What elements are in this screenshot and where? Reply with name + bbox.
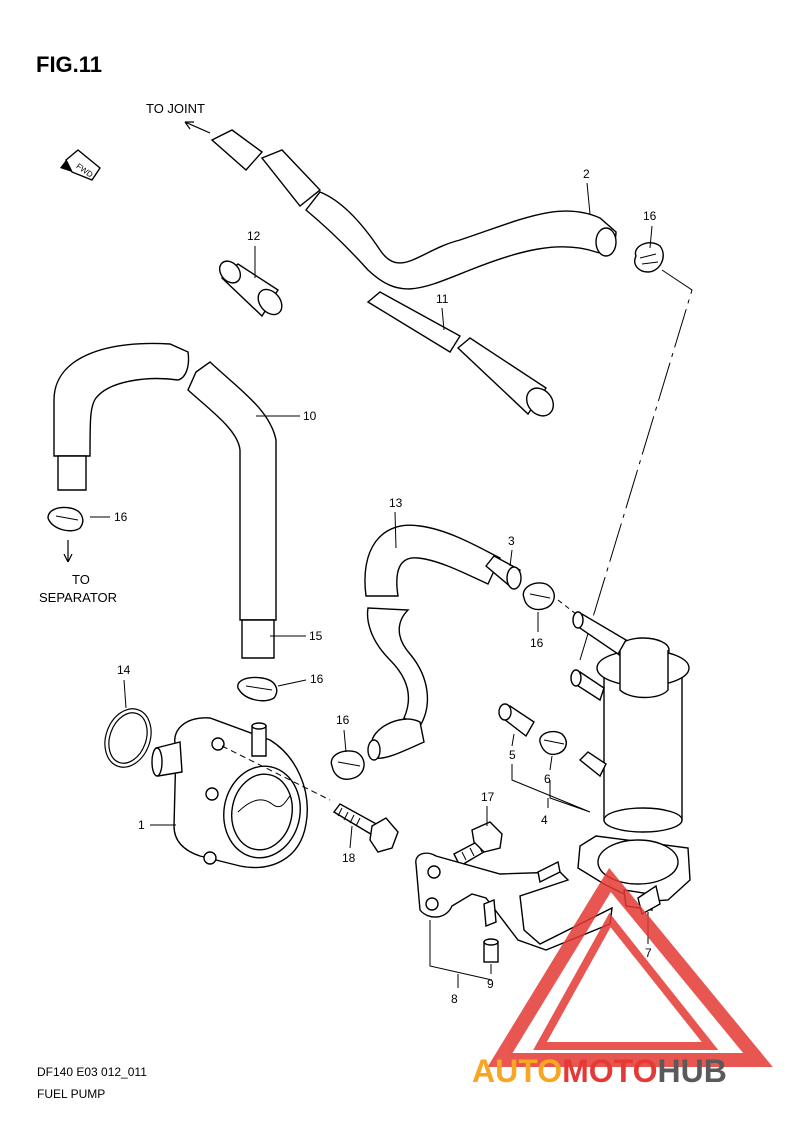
- hose-clip-16-left: [47, 506, 84, 532]
- callout-16-right: 16: [530, 636, 544, 650]
- hose-part-13: [364, 524, 501, 761]
- hose-part-3: [485, 555, 522, 590]
- separator-label: SEPARATOR: [39, 590, 117, 605]
- leader-2: [586, 182, 591, 215]
- callout-4: 4: [541, 813, 548, 827]
- callout-9: 9: [487, 977, 494, 991]
- watermark-auto: AUTO: [472, 1053, 562, 1089]
- model-code: DF140 E03 012_011: [37, 1065, 147, 1079]
- watermark-hub: HUB: [657, 1053, 726, 1089]
- bracket-part-8: [415, 852, 613, 951]
- callout-2: 2: [583, 167, 590, 181]
- leader-11: [441, 307, 445, 331]
- bracket-4: [511, 764, 591, 813]
- collar-part-9: [483, 938, 499, 963]
- callout-14: 14: [117, 663, 131, 677]
- callout-7: 7: [645, 946, 652, 960]
- leader-3: [509, 549, 513, 567]
- leader-5: [511, 733, 515, 747]
- leader-14: [123, 679, 127, 709]
- clip-part-6: [539, 730, 567, 756]
- dash-line-3: [557, 599, 577, 615]
- leader-16-mid: [277, 679, 307, 687]
- hose-clip-16-right: [522, 582, 555, 611]
- callout-16-top: 16: [643, 209, 657, 223]
- leader-6: [549, 755, 553, 771]
- hose-clip-16-lower: [330, 750, 365, 780]
- hose-part-11: [366, 291, 555, 417]
- hose-clip-16-mid: [237, 676, 278, 702]
- leader-16-top: [649, 225, 653, 249]
- callout-13: 13: [389, 496, 403, 510]
- watermark-moto: MOTO: [562, 1053, 657, 1089]
- callout-16-left: 16: [114, 510, 128, 524]
- dash-line-18: [221, 745, 331, 801]
- watermark-text: AUTOMOTOHUB: [472, 1053, 727, 1089]
- to-label: TO: [72, 572, 90, 587]
- callout-16-mid: 16: [310, 672, 324, 686]
- callout-12: 12: [247, 229, 261, 243]
- hose-part-2: [210, 129, 617, 290]
- callout-8: 8: [451, 992, 458, 1006]
- automotohub-logo: [487, 867, 773, 1067]
- callout-16-lower: 16: [336, 713, 350, 727]
- callout-11: 11: [436, 292, 449, 306]
- bolt-part-17: [453, 821, 503, 867]
- fuel-pump-part-1: [151, 717, 308, 869]
- figure-title: FIG.11: [36, 52, 102, 77]
- callout-10: 10: [303, 409, 317, 423]
- hose-part-12: [218, 260, 283, 318]
- callout-3: 3: [508, 534, 515, 548]
- callout-5: 5: [509, 748, 516, 762]
- dash-line-16-filter: [579, 269, 693, 661]
- leader-18: [349, 825, 353, 849]
- hose-clip-16-top: [634, 242, 664, 273]
- callout-18: 18: [342, 851, 356, 865]
- leader-13: [394, 511, 397, 549]
- figure-caption: FUEL PUMP: [37, 1087, 105, 1101]
- to-separator-arrowhead: [63, 553, 73, 563]
- to-joint-label: TO JOINT: [146, 101, 205, 116]
- leader-16-lower: [343, 729, 347, 753]
- fuel-filter-part-4: [570, 611, 690, 833]
- to-joint-arrow: [184, 121, 211, 134]
- bolt-part-18: [332, 803, 399, 853]
- to-joint-arrowhead: [184, 121, 194, 130]
- o-ring-inner: [108, 712, 148, 764]
- callout-1: 1: [138, 818, 145, 832]
- callout-15: 15: [309, 629, 323, 643]
- callout-17: 17: [481, 790, 495, 804]
- fwd-arrow-icon: FWD: [60, 149, 101, 181]
- bracket-8: [429, 920, 493, 988]
- callout-6: 6: [544, 772, 551, 786]
- o-ring-part-14: [104, 708, 152, 768]
- joint-part-5: [498, 703, 535, 738]
- hose-to-separator: [53, 342, 190, 491]
- hose-part-10: [187, 361, 277, 659]
